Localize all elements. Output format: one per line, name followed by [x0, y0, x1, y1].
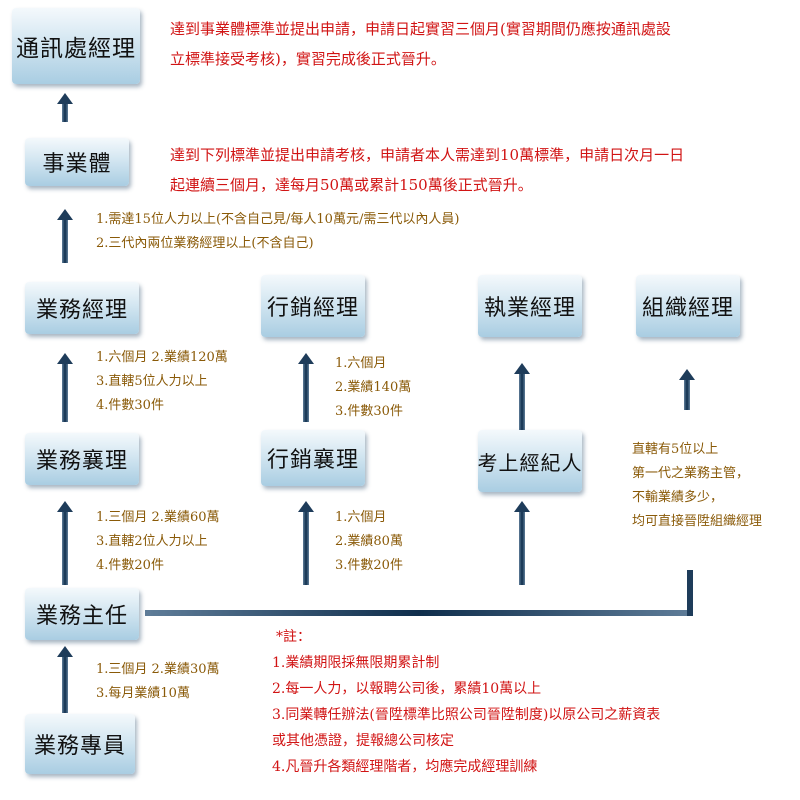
box-practice-manager: 執業經理: [478, 275, 582, 337]
notes-title: *註：: [276, 629, 311, 645]
requirement-line: 不輸業績多少，: [632, 490, 724, 505]
arrow-to-practice-manager: [514, 363, 530, 432]
arrow-to-marketing-assoc-manager: [298, 501, 314, 585]
box-org-manager: 組織經理: [636, 275, 740, 337]
supervisor-connector-line: [145, 570, 693, 616]
requirement-line: 達到事業體標準並提出申請，申請日起實習三個月(實習期間仍應按通訊處設: [170, 20, 671, 38]
requirement-line: 3.直轄5位人力以上: [96, 374, 208, 389]
requirement-line: 3.直轄2位人力以上: [96, 534, 208, 549]
requirement-line: 2.業績80萬: [335, 534, 403, 549]
arrow-to-director: [57, 93, 73, 122]
box-biz-manager: 業務經理: [25, 282, 139, 334]
arrow-to-biz-supervisor: [57, 646, 73, 713]
to-enterprise-requirement: 1.需達15位人力以上(不含自己見/每人10萬元/需三代以內人員) 2.三代內兩…: [96, 208, 459, 256]
requirement-line: 3.每月業績10萬: [96, 686, 190, 701]
requirement-line: 起連續三個月，達每月50萬或累計150萬後正式晉升。: [170, 176, 533, 194]
box-marketing-assoc-manager: 行銷襄理: [261, 430, 365, 486]
box-enterprise: 事業體: [25, 138, 129, 186]
requirement-line: 1.六個月: [335, 356, 387, 371]
requirement-line: 4.件數20件: [96, 558, 164, 573]
note-item: 3.同業轉任辦法(晉陞標準比照公司晉陞制度)以原公司之薪資表: [272, 707, 661, 723]
box-biz-supervisor: 業務主任: [25, 588, 139, 640]
requirement-line: 達到下列標準並提出申請考核，申請者本人需達到10萬標準，申請日次月一日: [170, 146, 685, 164]
arrow-to-org-manager: [679, 369, 695, 410]
note-item: 或其他憑證，提報總公司核定: [272, 733, 454, 749]
requirement-line: 2.業績140萬: [335, 380, 412, 395]
note-item: 2.每一人力，以報聘公司後，累績10萬以上: [272, 681, 542, 697]
requirement-line: 第一代之業務主管，: [632, 466, 750, 481]
requirement-line: 直轄有5位以上: [632, 442, 719, 457]
note-item: 1.業績期限採無限期累計制: [272, 655, 440, 671]
to-marketing-manager-requirement: 1.六個月 2.業績140萬 3.件數30件: [335, 352, 411, 424]
requirement-line: 1.六個月 2.業績120萬: [96, 350, 228, 365]
arrow-to-biz-manager: [57, 353, 73, 422]
notes-section: *註： 1.業績期限採無限期累計制 2.每一人力，以報聘公司後，累績10萬以上 …: [272, 624, 660, 780]
box-biz-assoc-manager: 業務襄理: [25, 433, 139, 485]
requirement-line: 4.件數30件: [96, 398, 164, 413]
requirement-line: 1.三個月 2.業績60萬: [96, 510, 220, 525]
box-licensed-agent: 考上經紀人: [478, 430, 582, 492]
to-biz-manager-requirement: 1.六個月 2.業績120萬 3.直轄5位人力以上 4.件數30件: [96, 346, 228, 418]
requirement-line: 3.件數30件: [335, 404, 403, 419]
enterprise-requirement: 達到下列標準並提出申請考核，申請者本人需達到10萬標準，申請日次月一日 起連續三…: [170, 140, 684, 200]
arrow-to-biz-assoc-manager: [57, 501, 73, 585]
director-requirement: 達到事業體標準並提出申請，申請日起實習三個月(實習期間仍應按通訊處設 立標準接受…: [170, 14, 671, 74]
requirement-line: 3.件數20件: [335, 558, 403, 573]
box-biz-specialist: 業務專員: [25, 714, 135, 774]
requirement-line: 立標準接受考核)，實習完成後正式晉升。: [170, 50, 446, 68]
arrow-to-marketing-manager: [298, 353, 314, 422]
requirement-line: 1.需達15位人力以上(不含自己見/每人10萬元/需三代以內人員): [96, 212, 460, 227]
arrow-to-licensed-agent: [514, 501, 530, 585]
to-biz-assoc-manager-requirement: 1.三個月 2.業績60萬 3.直轄2位人力以上 4.件數20件: [96, 506, 219, 578]
requirement-line: 均可直接晉陞組織經理: [632, 514, 763, 529]
arrow-to-enterprise: [57, 209, 73, 263]
to-biz-supervisor-requirement: 1.三個月 2.業績30萬 3.每月業績10萬: [96, 658, 219, 706]
requirement-line: 2.三代內兩位業務經理以上(不含自己): [96, 236, 314, 251]
box-marketing-manager: 行銷經理: [261, 275, 365, 337]
to-marketing-assoc-manager-requirement: 1.六個月 2.業績80萬 3.件數20件: [335, 506, 403, 578]
note-item: 4.凡晉升各類經理階者，均應完成經理訓練: [272, 759, 538, 775]
requirement-line: 1.三個月 2.業績30萬: [96, 662, 220, 677]
requirement-line: 1.六個月: [335, 510, 387, 525]
to-org-manager-requirement: 直轄有5位以上 第一代之業務主管， 不輸業績多少， 均可直接晉陞組織經理: [632, 438, 762, 534]
box-director: 通訊處經理: [12, 8, 140, 84]
